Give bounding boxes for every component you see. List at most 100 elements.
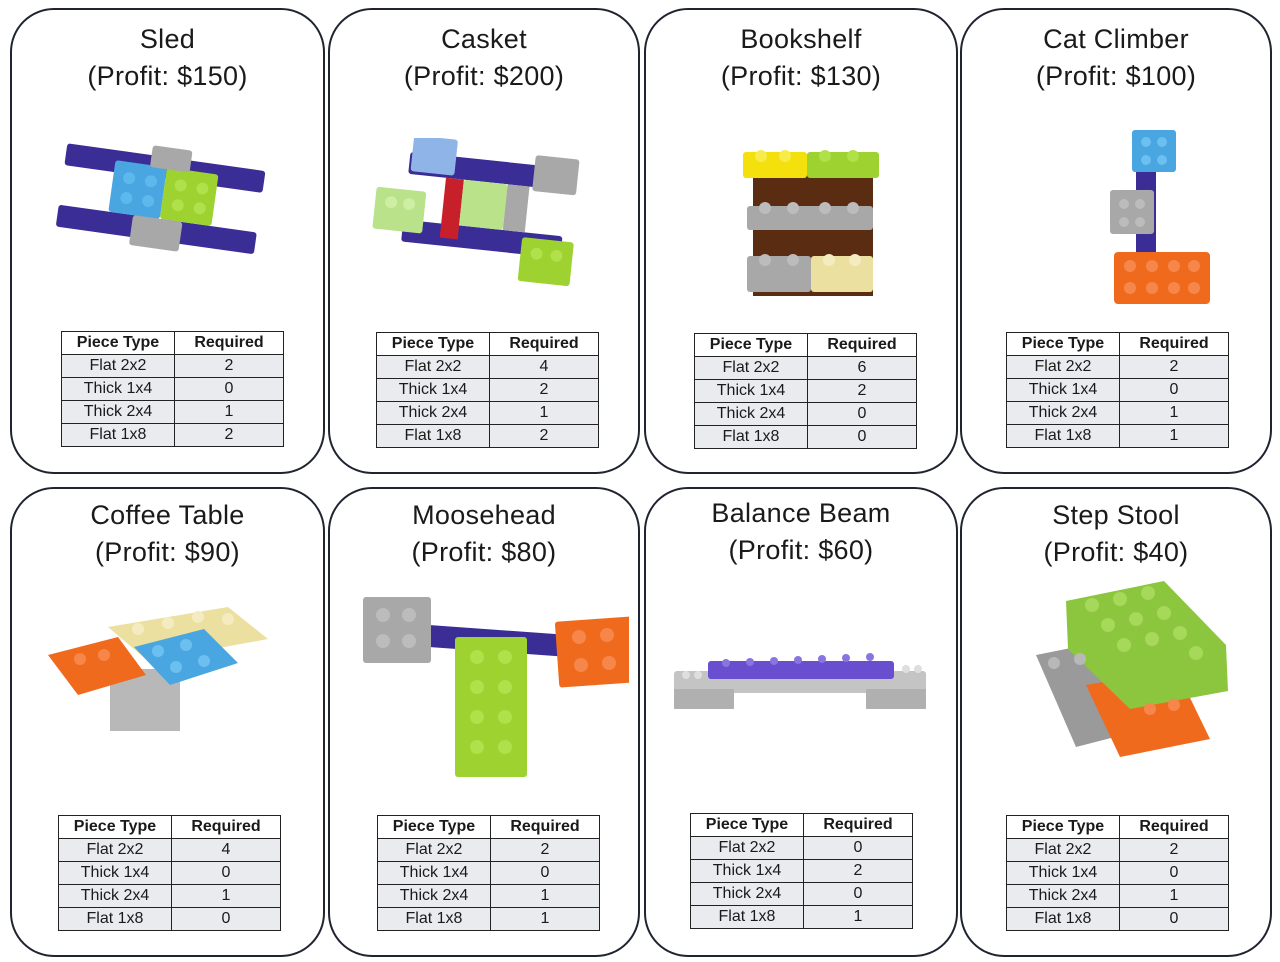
card-title: Step Stool (Profit: $40) (962, 497, 1270, 571)
header-required: Required (1119, 332, 1229, 356)
card-balance-beam: Balance Beam (Profit: $60) Piece Type Re… (644, 487, 958, 957)
required-cell: 0 (1119, 378, 1229, 402)
table-row: Flat 1x8 2 (61, 423, 284, 447)
table-row: Flat 2x2 2 (377, 838, 600, 862)
table-row: Flat 1x8 2 (376, 424, 599, 448)
required-cell: 1 (1119, 884, 1229, 908)
table-header-row: Piece Type Required (694, 333, 917, 357)
required-cell: 0 (171, 861, 281, 885)
required-cell: 0 (807, 425, 917, 449)
piece-type-cell: Flat 2x2 (1006, 838, 1120, 862)
card-profit: (Profit: $40) (1043, 537, 1189, 567)
piece-type-cell: Flat 1x8 (58, 907, 172, 931)
piece-type-cell: Thick 2x4 (61, 400, 175, 424)
step-stool-build-image (962, 579, 1270, 769)
piece-type-cell: Thick 1x4 (690, 859, 804, 883)
table-row: Thick 2x4 1 (61, 400, 284, 424)
required-cell: 4 (171, 838, 281, 862)
card-name: Cat Climber (1043, 24, 1189, 54)
required-cell: 0 (803, 836, 913, 860)
header-piece-type: Piece Type (377, 815, 491, 839)
pieces-table: Piece Type Required Flat 2x2 2 Thick 1x4… (1006, 815, 1229, 931)
piece-type-cell: Thick 2x4 (1006, 884, 1120, 908)
piece-type-cell: Flat 1x8 (690, 905, 804, 929)
bookshelf-build-image (646, 144, 956, 314)
piece-type-cell: Thick 2x4 (376, 401, 490, 425)
required-cell: 2 (1119, 838, 1229, 862)
table-row: Flat 1x8 1 (690, 905, 913, 929)
header-required: Required (1119, 815, 1229, 839)
table-row: Flat 2x2 2 (1006, 355, 1229, 379)
table-row: Thick 1x4 0 (377, 861, 600, 885)
piece-type-cell: Thick 2x4 (377, 884, 491, 908)
casket-build-image (330, 138, 638, 298)
pieces-table: Piece Type Required Flat 2x2 2 Thick 1x4… (377, 815, 600, 931)
piece-type-cell: Thick 1x4 (61, 377, 175, 401)
required-cell: 2 (174, 354, 284, 378)
table-header-row: Piece Type Required (377, 815, 600, 839)
table-header-row: Piece Type Required (1006, 815, 1229, 839)
piece-type-cell: Thick 1x4 (376, 378, 490, 402)
table-header-row: Piece Type Required (690, 813, 913, 837)
piece-type-cell: Flat 1x8 (376, 424, 490, 448)
required-cell: 1 (174, 400, 284, 424)
piece-type-cell: Thick 1x4 (694, 379, 808, 403)
header-required: Required (490, 815, 600, 839)
required-cell: 0 (807, 402, 917, 426)
table-header-row: Piece Type Required (1006, 332, 1229, 356)
table-row: Flat 1x8 0 (58, 907, 281, 931)
required-cell: 0 (174, 377, 284, 401)
card-profit: (Profit: $100) (1035, 61, 1197, 91)
table-row: Thick 2x4 0 (690, 882, 913, 906)
required-cell: 2 (489, 378, 599, 402)
card-title: Coffee Table (Profit: $90) (12, 497, 323, 571)
required-cell: 0 (1119, 907, 1229, 931)
table-row: Thick 2x4 1 (1006, 401, 1229, 425)
card-moosehead: Moosehead (Profit: $80) Piece Type (328, 487, 640, 957)
required-cell: 2 (807, 379, 917, 403)
table-row: Thick 1x4 0 (58, 861, 281, 885)
table-row: Thick 2x4 1 (58, 884, 281, 908)
table-row: Thick 1x4 2 (690, 859, 913, 883)
required-cell: 0 (171, 907, 281, 931)
table-row: Thick 2x4 1 (377, 884, 600, 908)
card-name: Bookshelf (740, 24, 862, 54)
table-row: Thick 1x4 0 (61, 377, 284, 401)
piece-type-cell: Thick 1x4 (1006, 378, 1120, 402)
table-row: Thick 2x4 0 (694, 402, 917, 426)
card-title: Cat Climber (Profit: $100) (962, 21, 1270, 95)
card-casket: Casket (Profit: $200) (328, 8, 640, 474)
table-row: Thick 2x4 1 (376, 401, 599, 425)
required-cell: 1 (489, 401, 599, 425)
piece-type-cell: Flat 1x8 (694, 425, 808, 449)
piece-type-cell: Flat 1x8 (1006, 907, 1120, 931)
card-profit: (Profit: $80) (411, 537, 557, 567)
table-row: Flat 2x2 0 (690, 836, 913, 860)
piece-type-cell: Flat 2x2 (58, 838, 172, 862)
header-piece-type: Piece Type (61, 331, 175, 355)
required-cell: 1 (1119, 424, 1229, 448)
required-cell: 6 (807, 356, 917, 380)
piece-type-cell: Thick 2x4 (58, 884, 172, 908)
card-name: Casket (441, 24, 527, 54)
piece-type-cell: Flat 2x2 (376, 355, 490, 379)
required-cell: 4 (489, 355, 599, 379)
card-cat-climber: Cat Climber (Profit: $100) Piece Type (960, 8, 1272, 474)
card-title: Sled (Profit: $150) (12, 21, 323, 95)
header-piece-type: Piece Type (376, 332, 490, 356)
card-name: Balance Beam (711, 498, 891, 528)
piece-type-cell: Flat 2x2 (694, 356, 808, 380)
table-row: Flat 2x2 4 (58, 838, 281, 862)
header-piece-type: Piece Type (1006, 332, 1120, 356)
pieces-table: Piece Type Required Flat 2x2 0 Thick 1x4… (690, 813, 913, 929)
piece-type-cell: Thick 2x4 (694, 402, 808, 426)
required-cell: 1 (1119, 401, 1229, 425)
table-header-row: Piece Type Required (376, 332, 599, 356)
card-name: Moosehead (412, 500, 556, 530)
card-title: Balance Beam (Profit: $60) (646, 495, 956, 569)
card-title: Moosehead (Profit: $80) (330, 497, 638, 571)
coffee-table-build-image (12, 599, 323, 749)
table-row: Flat 2x2 2 (61, 354, 284, 378)
card-name: Sled (139, 24, 196, 54)
